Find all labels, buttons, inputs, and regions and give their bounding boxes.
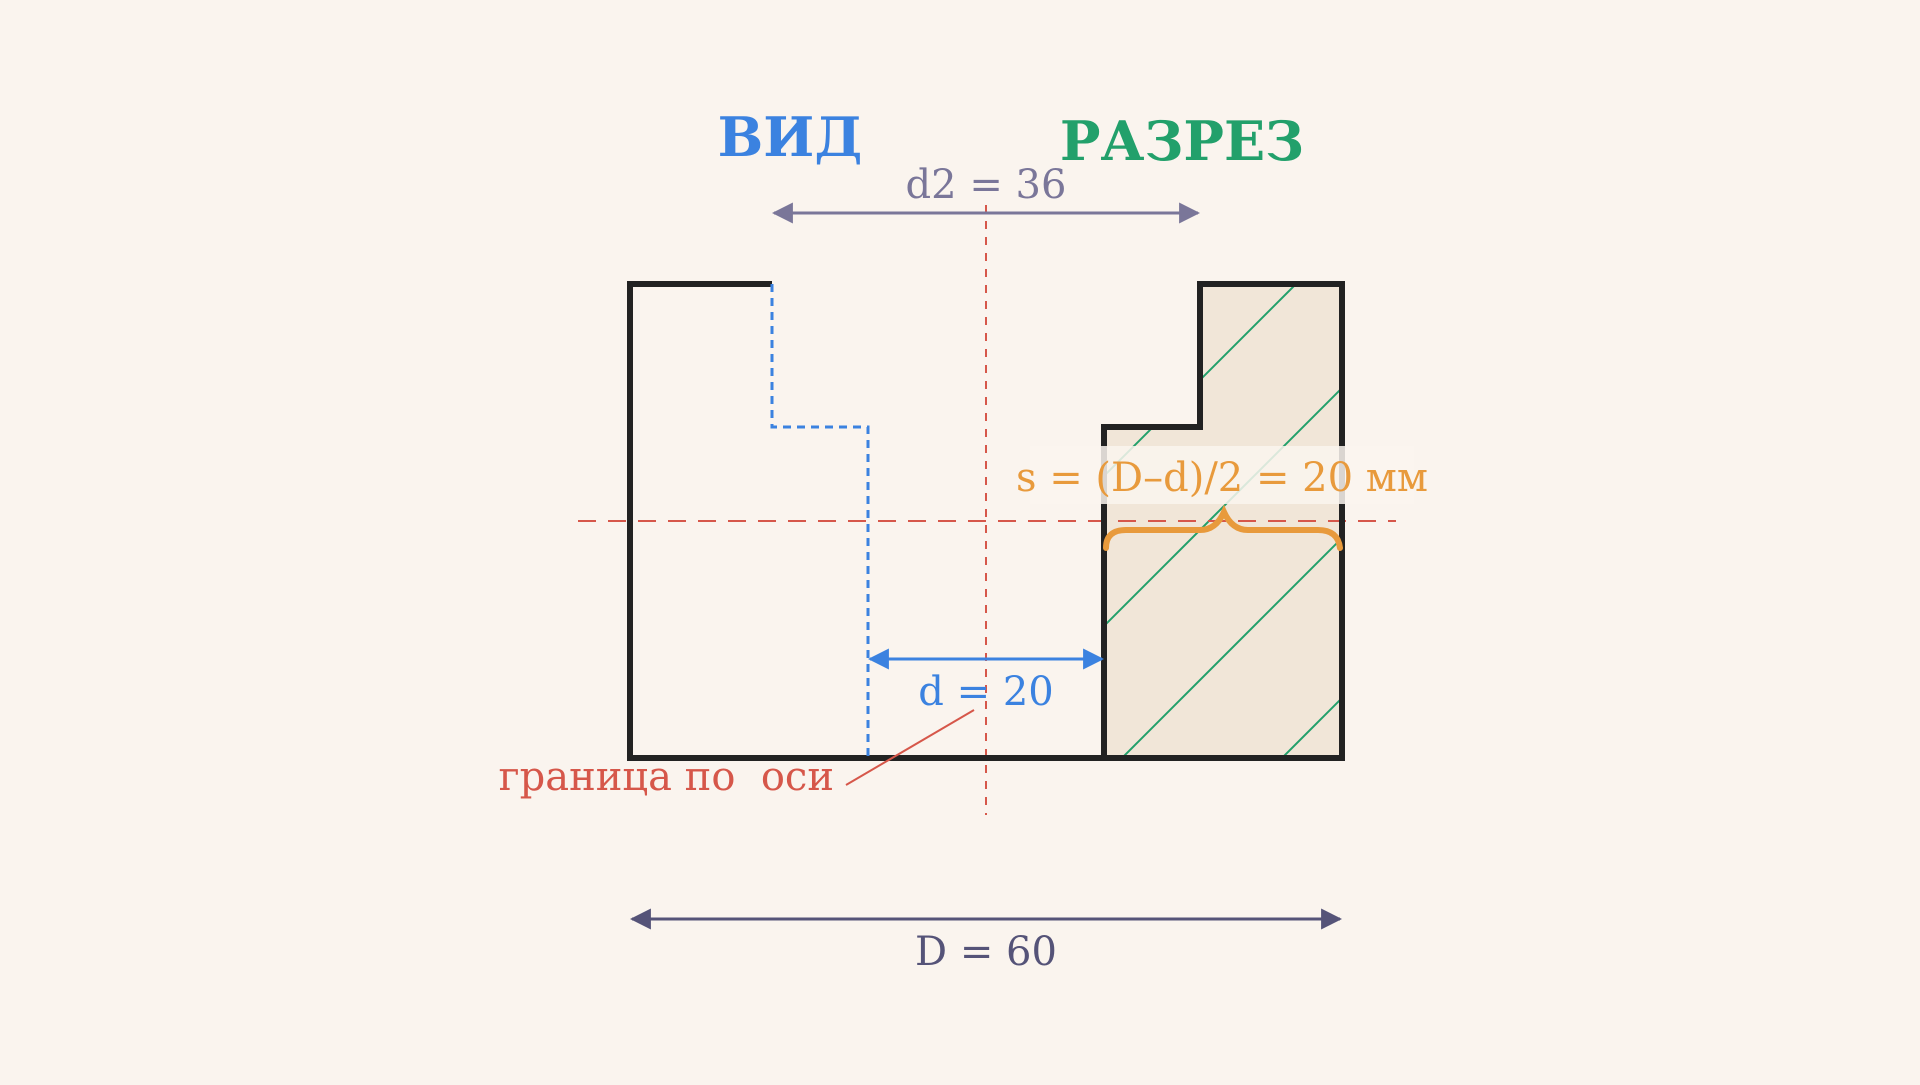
section-title: РАЗРЕЗ [1060,109,1304,173]
d2-dimension-label: d2 = 36 [906,162,1067,208]
formula-backdrop [1030,446,1414,504]
wall-formula-label: s = (D–d)/2 = 20 мм [1016,455,1428,501]
view-outline [627,281,1104,761]
section-outline [1101,281,1345,761]
view-title: ВИД [718,105,863,169]
wall-thickness-brace [1103,504,1343,551]
axis-note-leader [845,709,975,786]
d-dimension-label: d = 20 [918,669,1053,715]
axis-note-label: граница по оси [499,754,834,800]
hidden-contour-line [770,284,870,758]
D-dimension-label: D = 60 [915,929,1057,975]
